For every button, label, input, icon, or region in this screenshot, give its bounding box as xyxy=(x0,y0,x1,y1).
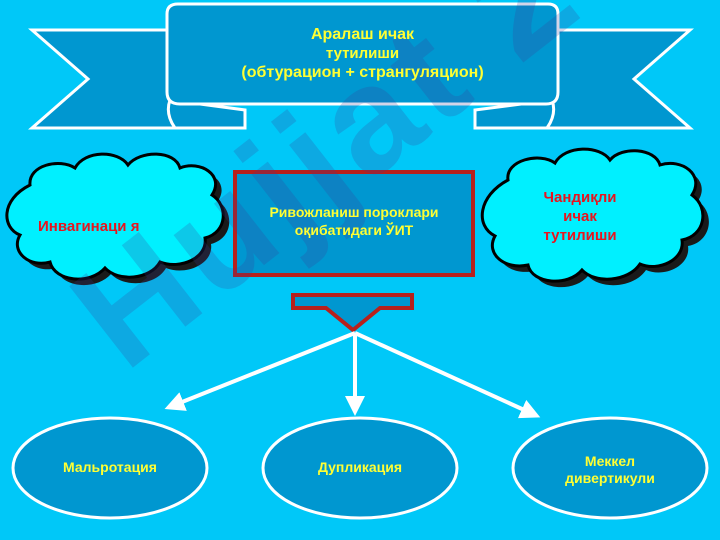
left-cloud-label: Инвагинаци я xyxy=(38,217,140,235)
ribbon-left-fold xyxy=(166,98,247,130)
ribbon-banner xyxy=(28,2,694,130)
center-box-label: Ривожланиш пороклари оқибатидаги ЎИТ xyxy=(269,204,439,238)
malrotation-ellipse xyxy=(11,416,209,520)
banner-line-1: Аралаш ичак xyxy=(310,25,415,43)
center-box-shape xyxy=(233,170,475,277)
right-cloud-shape xyxy=(480,147,705,283)
banner-title: Аралаш ичак тутилиши (обтурацион + стран… xyxy=(170,8,555,100)
right-cloud-label: Чандиқли ичак тутилиши xyxy=(543,189,617,244)
banner-line-3: (обтурацион + странгуляцион) xyxy=(241,64,484,82)
duplication-label: Дупликация xyxy=(317,459,403,476)
duplication-ellipse xyxy=(261,416,459,520)
down-arrow-icon xyxy=(291,293,414,333)
ribbon-center-band xyxy=(165,2,560,106)
malrotation-label: Мальротация xyxy=(63,459,157,476)
connector-arrows xyxy=(164,331,541,419)
meckel-label: Меккел дивертикули xyxy=(565,452,655,487)
left-cloud-shape xyxy=(5,152,225,281)
arrow-to-malrotation xyxy=(164,331,356,411)
meckel-ellipse xyxy=(511,416,709,520)
arrow-to-meckel xyxy=(354,331,541,419)
banner-line-2: тутилиши xyxy=(325,44,400,62)
